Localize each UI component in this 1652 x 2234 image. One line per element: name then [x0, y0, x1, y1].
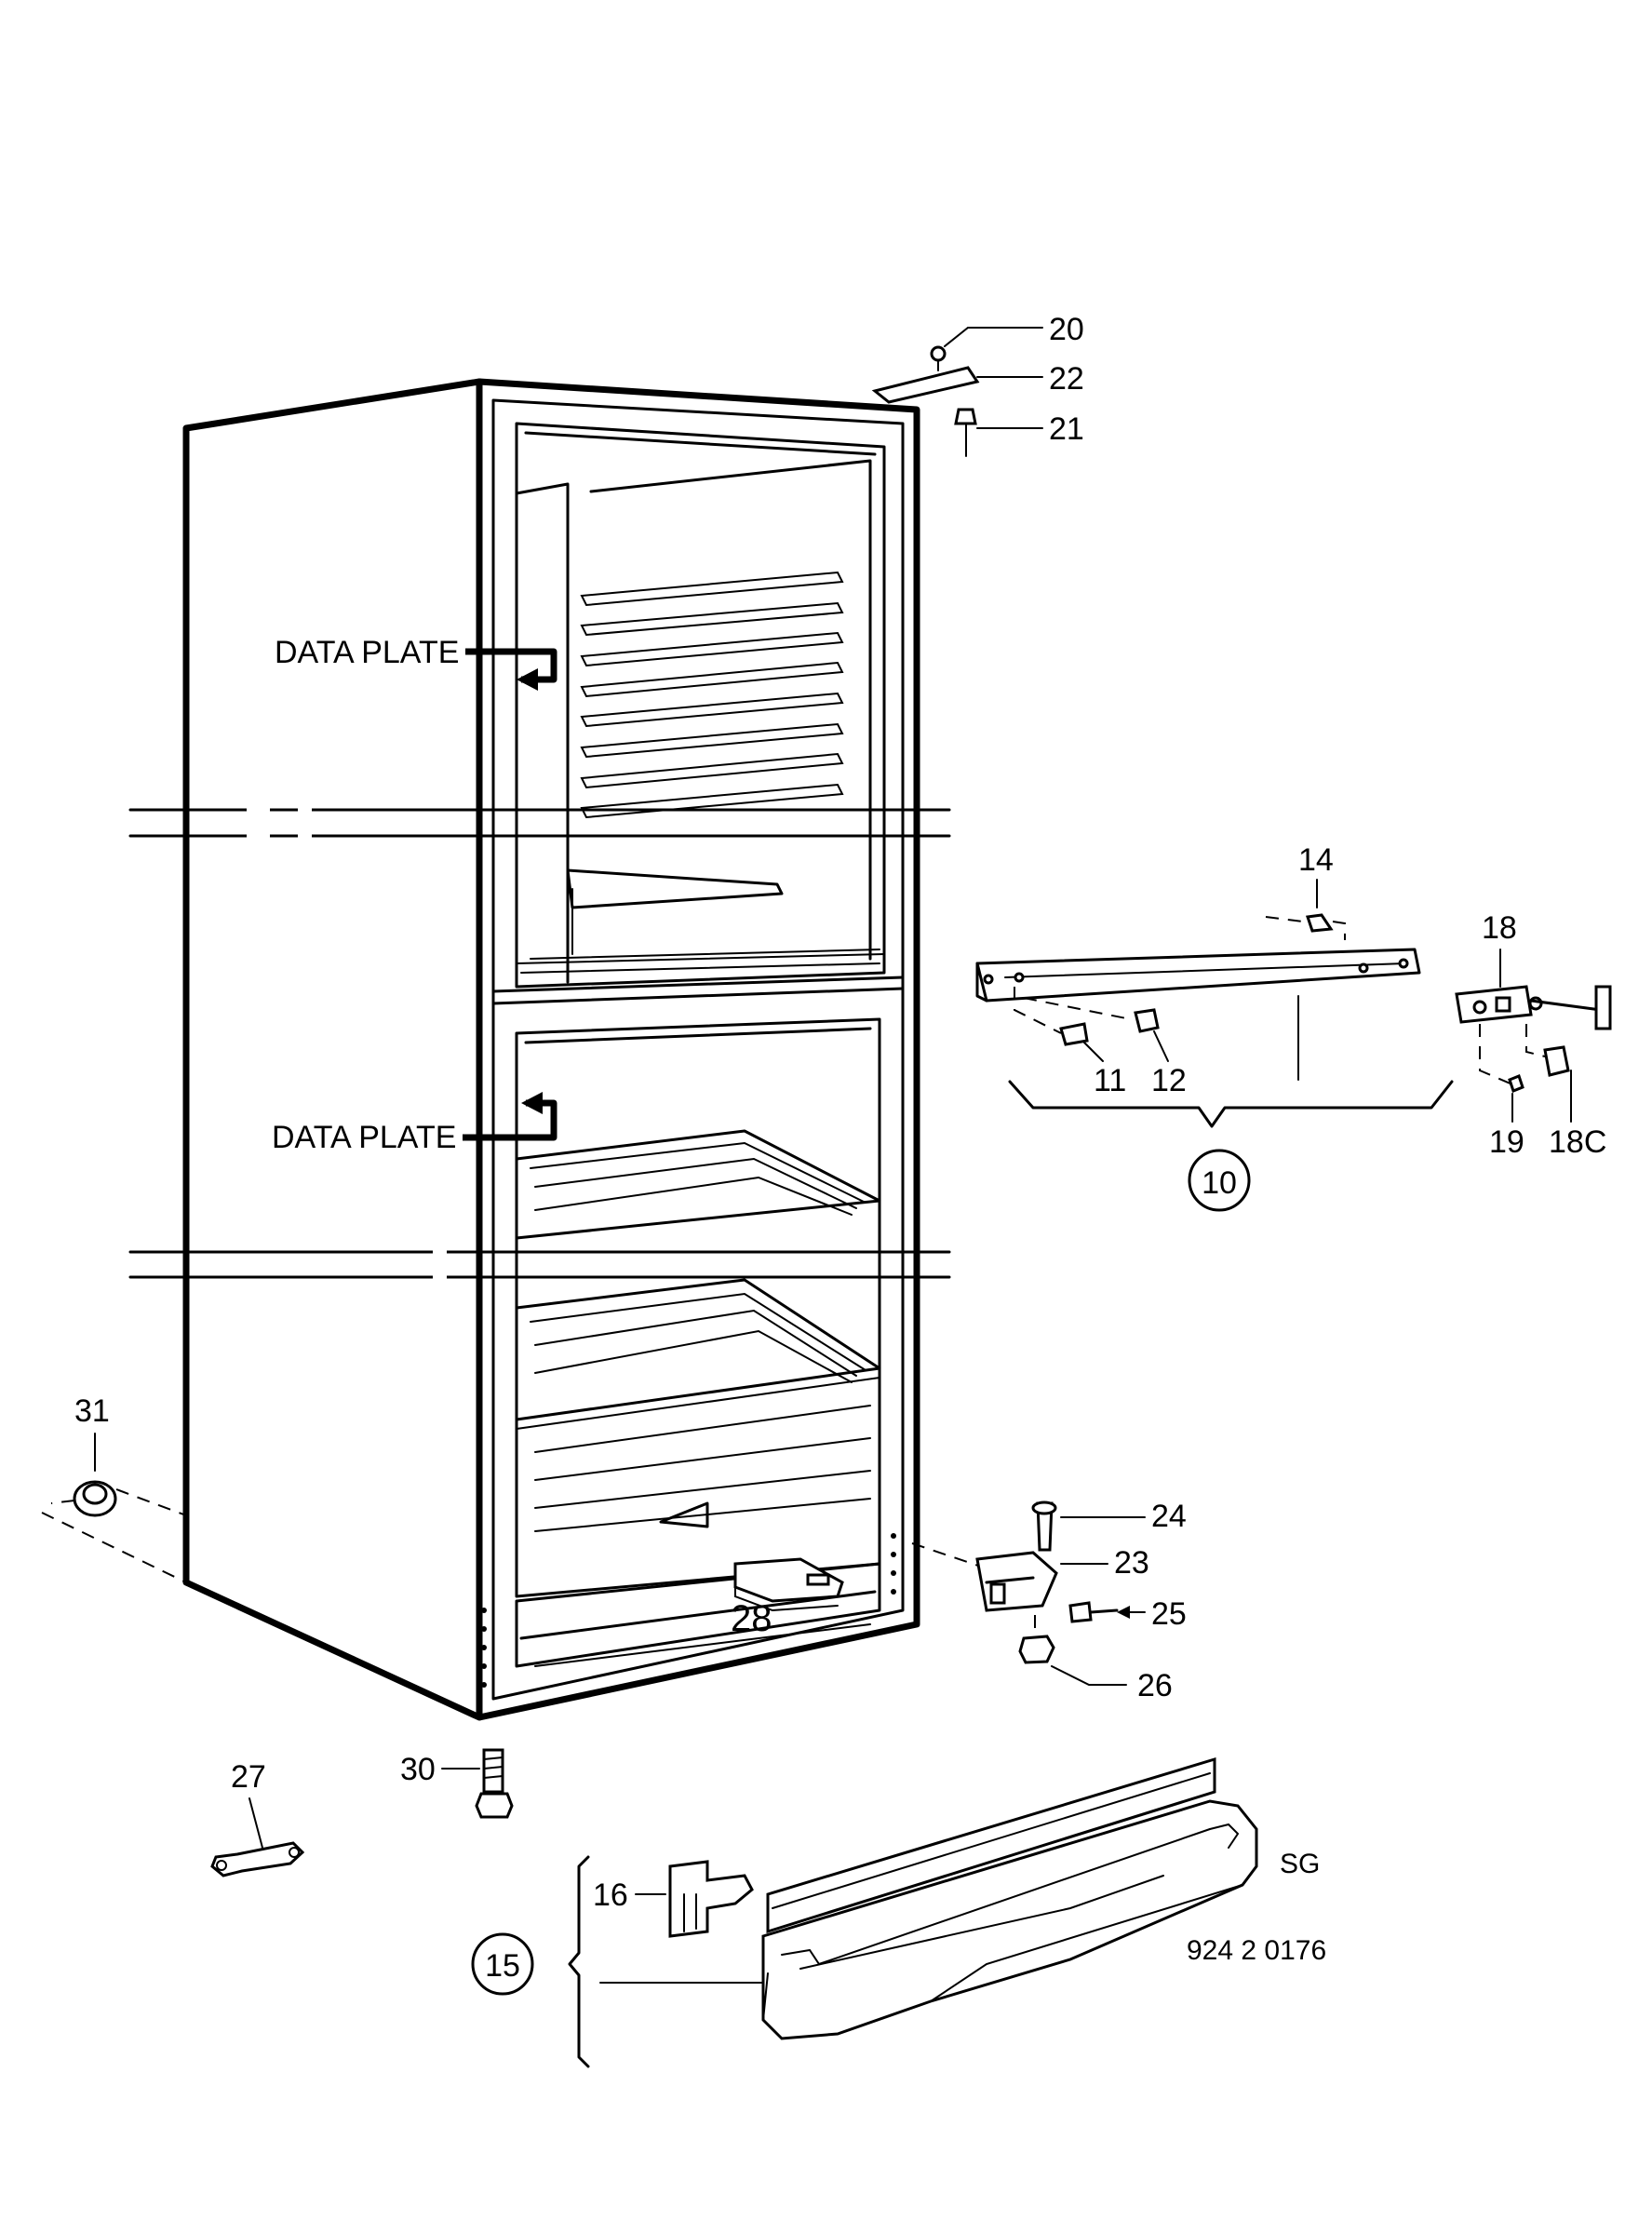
handle-rail-icon [975, 948, 1421, 1003]
frame-rivets [481, 1533, 896, 1688]
hinge-bracket-18: 18 19 18C [1455, 910, 1612, 1160]
foot-31: 31 [41, 1393, 187, 1583]
label-23: 23 [1114, 1545, 1149, 1581]
assembly-10-circle [1188, 1149, 1251, 1212]
label-26: 26 [1137, 1668, 1173, 1703]
screw-14-icon [1306, 913, 1334, 933]
label-10: 10 [1202, 1165, 1237, 1201]
label-24: 24 [1151, 1499, 1187, 1534]
label-11: 11 [1094, 1063, 1126, 1098]
data-plate-label-2: DATA PLATE [272, 1120, 456, 1155]
adjustable-foot-30-icon [482, 1748, 504, 1794]
label-30: 30 [400, 1752, 436, 1787]
data-plate-label-1: DATA PLATE [275, 635, 459, 670]
label-14: 14 [1298, 842, 1334, 878]
freezer-shelves [580, 571, 844, 819]
hinge-pin-21-icon [954, 408, 977, 425]
part-28: 28 [731, 1557, 844, 1639]
lower-hinge-assembly: 24 23 25 26 [911, 1499, 1187, 1703]
part-30: 30 [400, 1748, 514, 1819]
label-18c: 18C [1549, 1124, 1606, 1160]
screw-19-icon [1508, 1074, 1524, 1093]
fridge-shelves [515, 1129, 881, 1532]
door-shelf-tray-icon [761, 1799, 1258, 2040]
label-12: 12 [1151, 1063, 1187, 1098]
drawing-number: 924 2 0176 [1187, 1935, 1326, 1966]
hinge-plate-22-icon [871, 366, 980, 404]
label-18: 18 [1482, 910, 1517, 946]
shelf-clip-16-icon [668, 1860, 754, 1938]
label-28: 28 [731, 1598, 772, 1639]
label-21: 21 [1049, 411, 1084, 447]
data-plate-callout-1: DATA PLATE [275, 635, 557, 691]
handle-assembly-10: 14 11 12 10 [975, 842, 1454, 1212]
label-20: 20 [1049, 312, 1084, 347]
label-16: 16 [593, 1877, 628, 1913]
top-hinge-assembly: 20 22 21 [871, 312, 1084, 457]
stop-18c-icon [1543, 1045, 1570, 1077]
label-31: 31 [74, 1393, 110, 1429]
label-25: 25 [1151, 1596, 1187, 1632]
screw-20-icon [930, 345, 947, 362]
screw-11-icon [1059, 1022, 1089, 1046]
screw-25-icon [1068, 1601, 1093, 1623]
wrench-27-icon [210, 1841, 305, 1877]
label-19: 19 [1489, 1124, 1524, 1160]
label-15: 15 [485, 1948, 520, 1984]
label-22: 22 [1049, 361, 1084, 397]
label-27: 27 [231, 1759, 266, 1795]
code-sg: SG [1280, 1849, 1320, 1879]
door-shelf-assembly-15: 15 16 [471, 1756, 1258, 2068]
data-plate-callout-2: DATA PLATE [272, 1092, 557, 1155]
nut-26-icon [1018, 1635, 1055, 1664]
cabinet-body [128, 378, 951, 1721]
hinge-bracket-18-icon [1455, 985, 1533, 1024]
part-27: 27 [210, 1759, 305, 1877]
assembly-15-circle [471, 1932, 534, 1996]
retainer-bar-icon [766, 1756, 1216, 1934]
screw-12-icon [1134, 1008, 1160, 1033]
break-lines [128, 799, 951, 1287]
